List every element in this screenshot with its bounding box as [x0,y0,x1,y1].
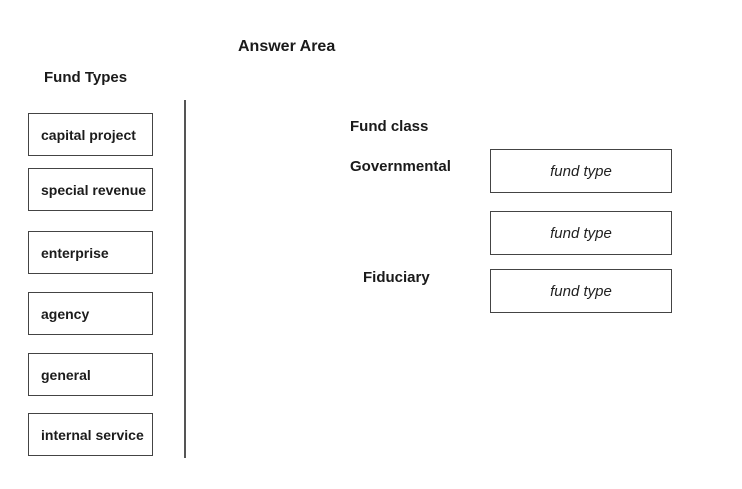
drag-item-capital-project[interactable]: capital project [28,113,153,156]
drop-slot-governmental-2[interactable]: fund type [490,211,672,255]
drag-item-agency[interactable]: agency [28,292,153,335]
divider-line [184,100,186,458]
fund-class-governmental-label: Governmental [350,158,451,175]
drag-item-internal-service[interactable]: internal service [28,413,153,456]
fund-class-heading: Fund class [350,118,429,135]
drop-slot-fiduciary-1[interactable]: fund type [490,269,672,313]
drop-slot-placeholder: fund type [550,282,612,300]
drop-slot-placeholder: fund type [550,162,612,180]
drop-slot-governmental-1[interactable]: fund type [490,149,672,193]
drag-item-enterprise[interactable]: enterprise [28,231,153,274]
drag-item-special-revenue[interactable]: special revenue [28,168,153,211]
fund-class-fiduciary-label: Fiduciary [363,269,430,286]
answer-area-title: Answer Area [238,38,336,55]
drag-item-general[interactable]: general [28,353,153,396]
drop-slot-placeholder: fund type [550,224,612,242]
fund-types-title: Fund Types [44,69,128,86]
